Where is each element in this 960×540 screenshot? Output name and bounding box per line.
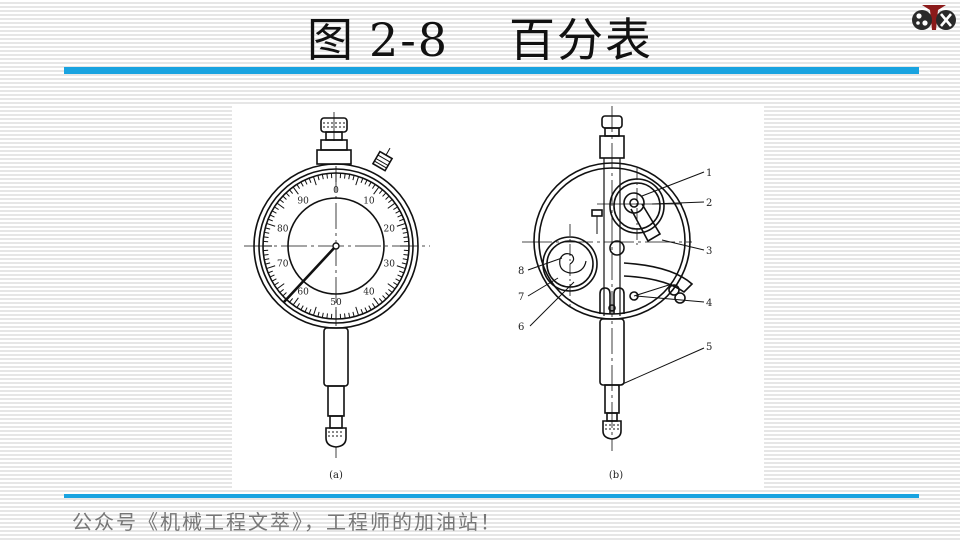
callout-label: 8	[518, 266, 524, 277]
callout-label: 2	[706, 198, 712, 209]
title-prefix: 图	[306, 13, 355, 67]
dial-number: 60	[297, 287, 309, 297]
figure-number: 2-8	[368, 13, 450, 67]
footer-text: 公众号《机械工程文萃》，工程师的加油站！	[72, 510, 502, 534]
dial-number: 0	[333, 186, 339, 196]
dial-indicator-figure: 0 10 20 30 40 50 60 70 80 90 1 2 3 4 5 6 7 8 (a) (b)	[232, 106, 764, 488]
dial-number: 70	[277, 259, 289, 269]
caption-b: (b)	[609, 470, 623, 481]
dial-indicator-diagram: 0 10 20 30 40 50 60 70 80 90 1 2 3 4 5 6 7 8 (a) (b)	[244, 106, 712, 481]
dial-number: 10	[363, 197, 375, 207]
callout-label: 7	[518, 292, 524, 303]
figure-name: 百分表	[509, 13, 654, 67]
callout-label: 6	[518, 322, 524, 333]
callout-label: 5	[706, 342, 712, 353]
footer-divider	[64, 494, 919, 498]
callout-label: 4	[706, 298, 712, 309]
callout-label: 1	[706, 168, 712, 179]
dial-number: 90	[297, 197, 309, 207]
dial-number: 40	[363, 287, 375, 297]
dial-number: 30	[384, 259, 396, 269]
callout-label: 3	[706, 246, 712, 257]
caption-a: (a)	[329, 470, 343, 481]
dial-number: 80	[277, 225, 289, 235]
dial-number: 50	[330, 298, 342, 308]
dial-number: 20	[384, 225, 396, 235]
gear-tool-logo-icon	[908, 2, 960, 32]
title-divider	[64, 67, 919, 74]
